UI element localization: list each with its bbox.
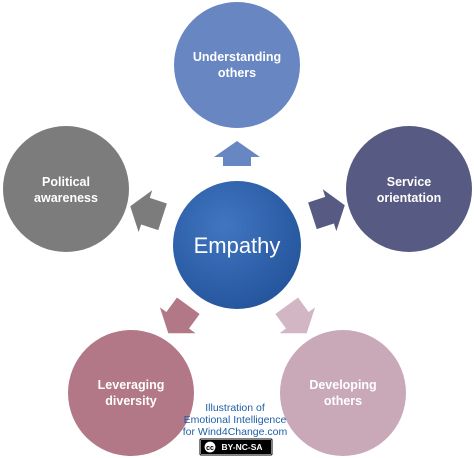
arrow-to-political-awareness xyxy=(130,190,167,233)
node-leveraging-diversity: Leveraging diversity xyxy=(68,330,194,456)
node-leveraging-diversity-label-line1: Leveraging xyxy=(98,378,165,392)
center-node-empathy: Empathy xyxy=(173,181,301,309)
arrow-to-service-orientation xyxy=(308,189,345,232)
node-understanding-others-label-line1: Understanding xyxy=(193,50,281,64)
node-understanding-others: Understanding others xyxy=(174,2,300,128)
node-service-orientation-label-line2: orientation xyxy=(377,191,442,205)
license-badge: cc BY-NC-SA xyxy=(199,438,273,456)
creative-commons-icon: cc xyxy=(203,440,217,454)
node-developing-others-label-line1: Developing xyxy=(309,378,376,392)
credit-line-3: for Wind4Change.com xyxy=(183,426,288,438)
node-understanding-others-label-line2: others xyxy=(218,66,256,80)
center-node-circle xyxy=(173,181,301,309)
node-developing-others-label-line2: others xyxy=(324,394,362,408)
node-leveraging-diversity-label-line2: diversity xyxy=(105,394,156,408)
node-political-awareness-label-line1: Political xyxy=(42,175,90,189)
node-developing-others: Developing others xyxy=(280,330,406,456)
arrow-to-understanding-others xyxy=(214,141,260,166)
node-leveraging-diversity-circle xyxy=(68,330,194,456)
credit-block: Illustration of Emotional Intelligence f… xyxy=(183,402,288,438)
node-political-awareness-circle xyxy=(3,126,129,252)
creative-commons-symbol: cc xyxy=(206,445,214,452)
node-service-orientation-circle xyxy=(346,126,472,252)
node-understanding-others-circle xyxy=(174,2,300,128)
node-developing-others-circle xyxy=(280,330,406,456)
arrow-to-developing-others xyxy=(275,297,316,334)
node-service-orientation: Service orientation xyxy=(346,126,472,252)
license-badge-fill xyxy=(201,440,271,454)
credit-line-1: Illustration of xyxy=(205,402,265,414)
credit-line-2: Emotional Intelligence xyxy=(184,414,287,426)
node-service-orientation-label-line1: Service xyxy=(387,175,432,189)
node-political-awareness: Political awareness xyxy=(3,126,129,252)
center-node-label: Empathy xyxy=(194,233,281,258)
arrow-to-leveraging-diversity xyxy=(159,297,200,334)
license-label: BY-NC-SA xyxy=(221,442,262,452)
node-political-awareness-label-line2: awareness xyxy=(34,191,98,205)
